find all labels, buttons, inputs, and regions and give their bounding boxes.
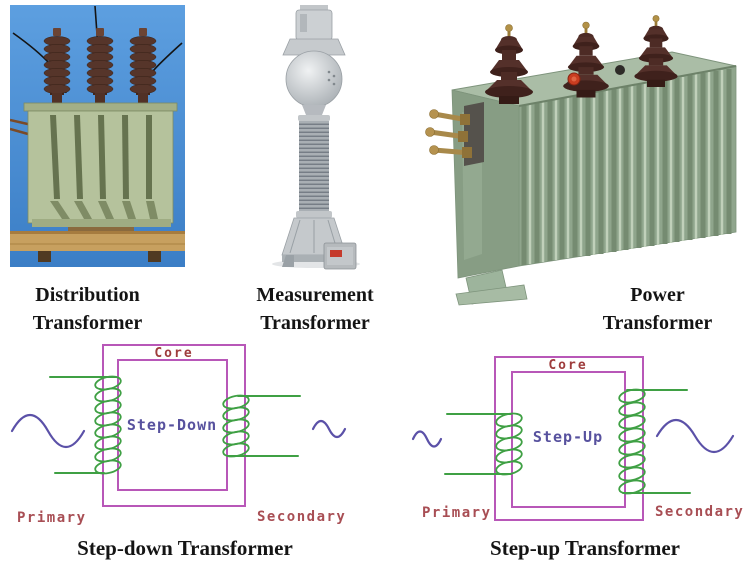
insulator-column (296, 105, 332, 218)
secondary-label: Secondary (257, 509, 346, 525)
power-caption: Power Transformer (575, 281, 740, 337)
distribution-caption: Distribution Transformer (5, 281, 170, 337)
caption-line: Distribution (35, 284, 140, 306)
caption-line: Transformer (260, 312, 370, 334)
ac-waveform-icon (655, 418, 735, 454)
step-up-caption: Step-up Transformer (490, 536, 680, 560)
step-down-schematic: Core Step-Down Primary Secondary (10, 344, 347, 526)
primary-label: Primary (422, 505, 492, 521)
ac-waveform-icon (10, 413, 86, 449)
wooden-crossarm (10, 231, 185, 262)
ac-waveform-icon (411, 430, 443, 448)
device-label: Step-Down (127, 416, 217, 434)
secondary-coil (618, 388, 646, 495)
red-label (330, 250, 342, 257)
head-sphere (285, 50, 343, 108)
brass-terminals (425, 109, 472, 158)
caption-line: Power (630, 284, 685, 306)
fin-bottom-shadows (50, 201, 158, 219)
transformer-tank (23, 102, 178, 233)
core-inner-outline (511, 371, 626, 508)
primary-label: Primary (17, 510, 87, 526)
ac-waveform-icon (311, 419, 347, 439)
bushing-insulators (43, 27, 157, 108)
power-transformer-photo (425, 14, 737, 306)
radiator-fins (518, 65, 737, 265)
dark-knob (615, 65, 625, 75)
step-down-caption: Step-down Transformer (77, 536, 293, 560)
top-cap (282, 5, 346, 56)
cooling-fin-grooves (50, 115, 152, 199)
lid-fittings (567, 65, 625, 86)
primary-coil (94, 375, 122, 475)
measurement-transformer-photo (272, 5, 360, 270)
base-skid (455, 269, 528, 306)
primary-coil (495, 412, 523, 476)
device-label: Step-Up (533, 428, 603, 446)
measurement-caption: Measurement Transformer (235, 281, 395, 337)
junction-box (323, 242, 357, 270)
caption-line: Measurement (256, 284, 374, 306)
core-label: Core (548, 358, 587, 373)
secondary-label: Secondary (655, 504, 744, 520)
secondary-coil (222, 394, 250, 458)
caption-line: Transformer (32, 312, 143, 334)
caption-line: Transformer (602, 312, 713, 334)
core-label: Core (154, 346, 193, 361)
step-up-schematic: Core Step-Up Primary Secondary (411, 356, 744, 521)
distribution-transformer-photo (10, 5, 185, 267)
core-outer-outline (494, 356, 644, 521)
